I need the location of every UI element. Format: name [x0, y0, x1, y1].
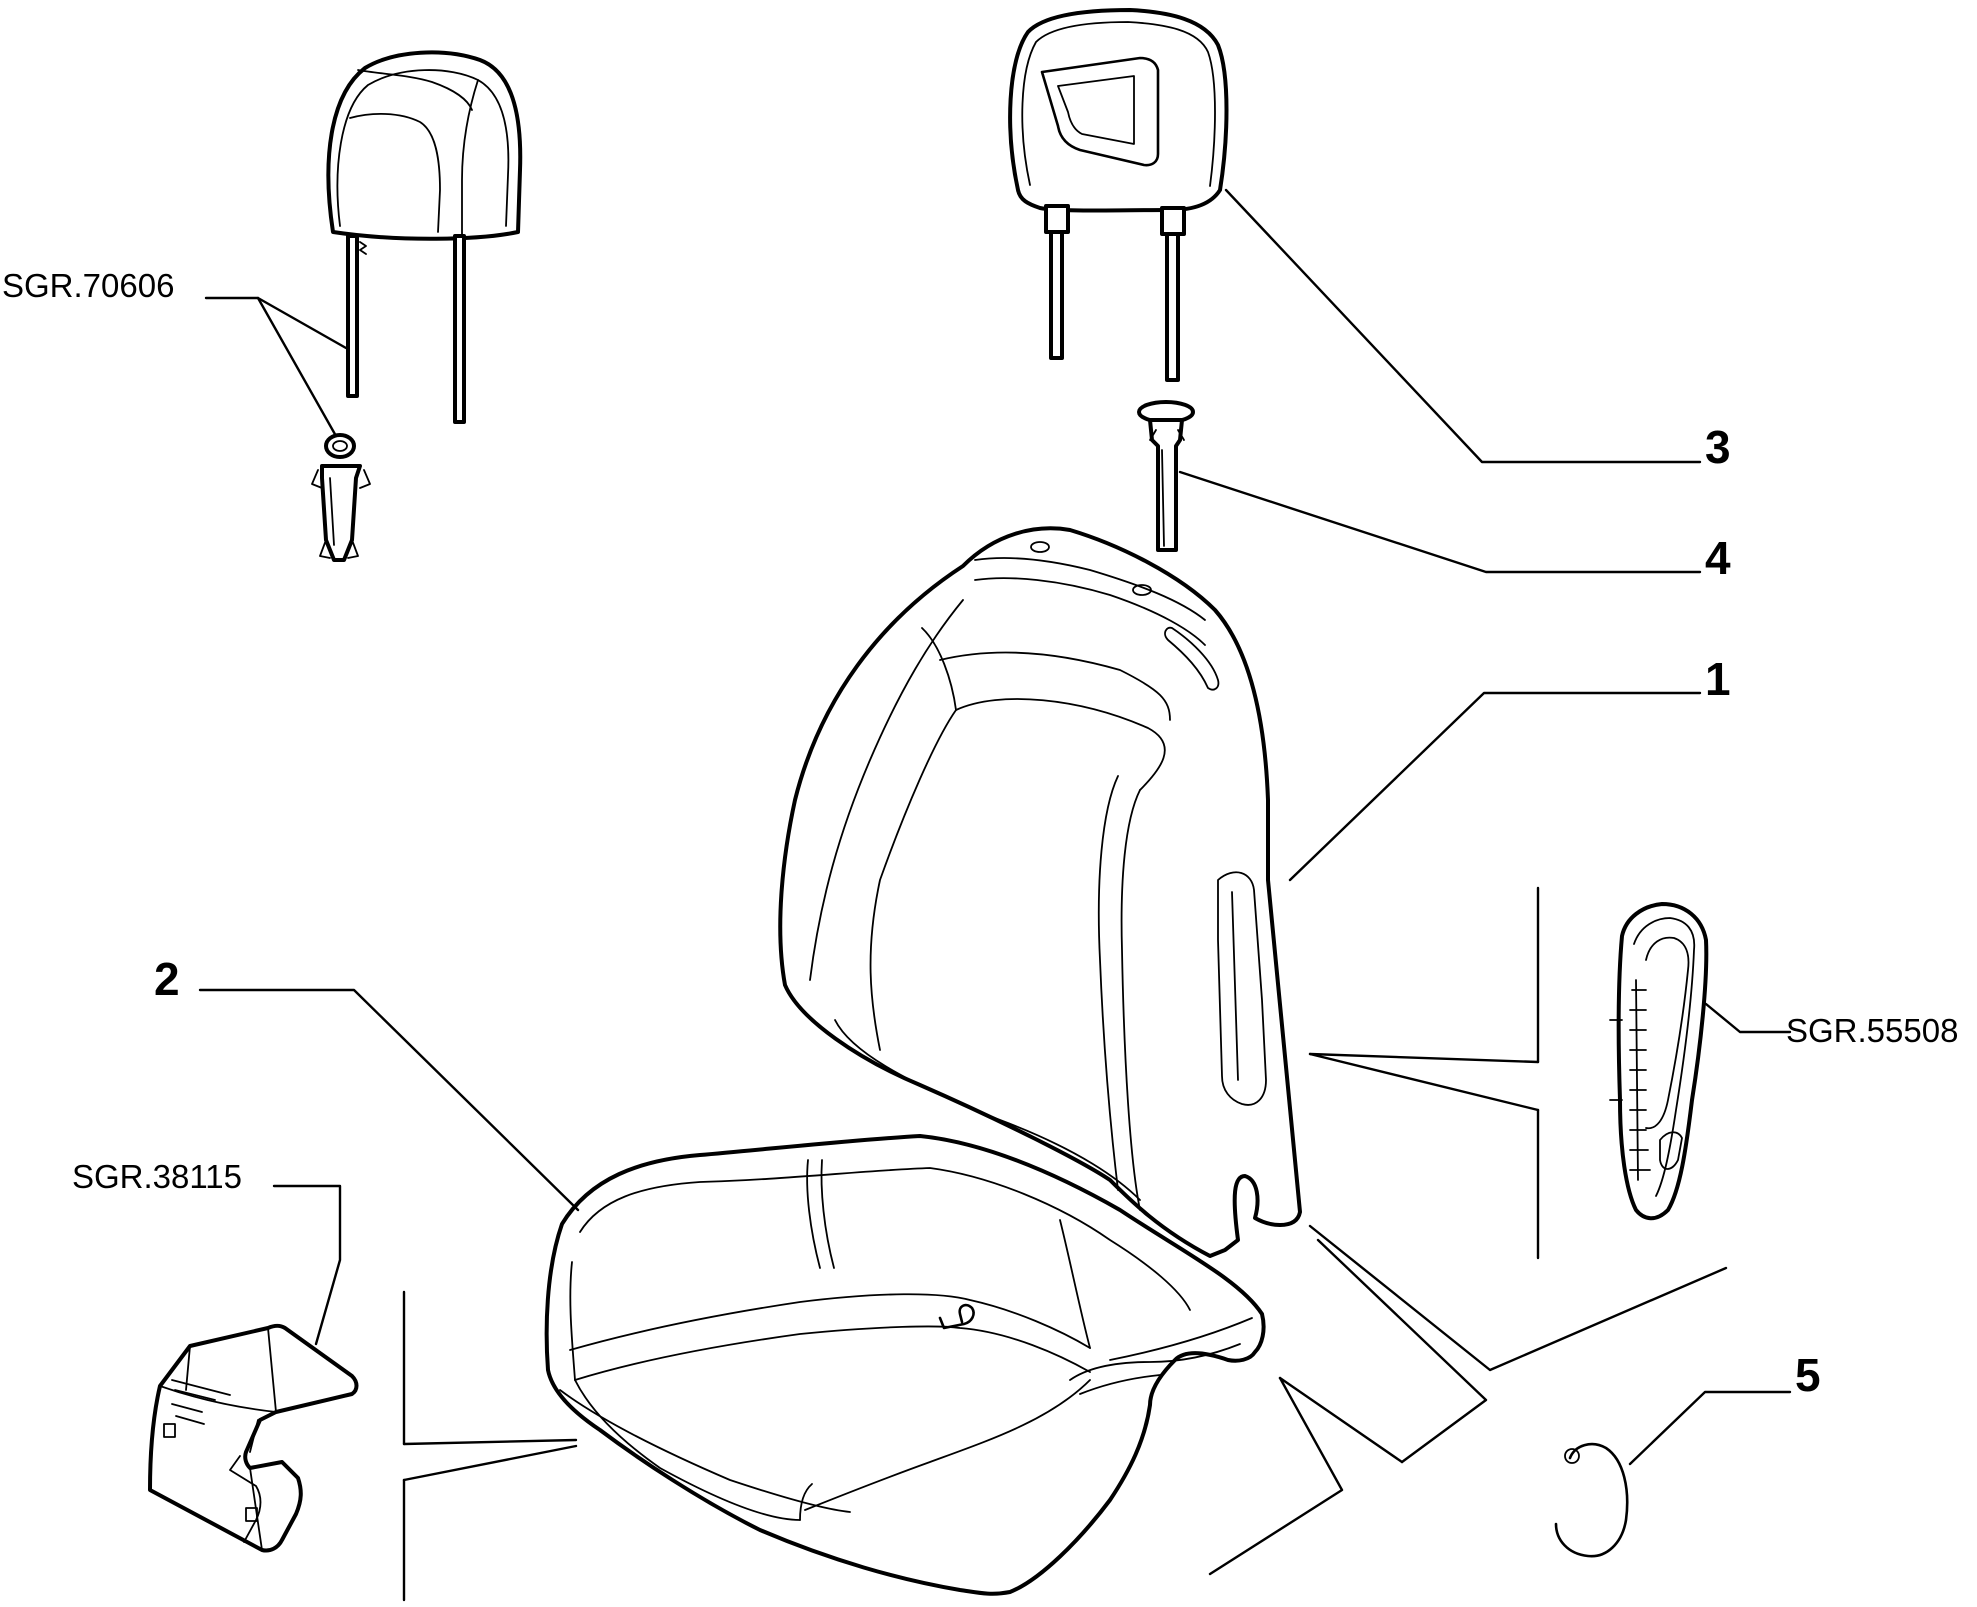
bracket-drawing	[148, 1323, 359, 1553]
side-trim-drawing	[1609, 902, 1709, 1221]
callout-sgr-55508: SGR.55508	[1786, 1012, 1959, 1049]
leader-lines	[198, 188, 1792, 1602]
callout-sgr-70606: SGR.70606	[2, 267, 175, 304]
callout-part-4: 4	[1705, 532, 1731, 584]
backrest-cover-drawing	[778, 526, 1302, 1258]
callout-sgr-38115: SGR.38115	[72, 1158, 242, 1195]
headrest-guide-drawing	[1137, 400, 1195, 552]
callout-part-5: 5	[1795, 1349, 1821, 1401]
callout-part-3: 3	[1705, 421, 1731, 473]
headrest-drawing	[1008, 8, 1229, 382]
left-headrest-drawing	[311, 50, 523, 562]
callout-part-1: 1	[1705, 653, 1731, 705]
clip-drawing	[1554, 1442, 1629, 1558]
cushion-cover-drawing	[544, 1134, 1266, 1596]
callout-part-2: 2	[154, 953, 180, 1005]
left-headrest-guide-drawing	[311, 433, 371, 562]
